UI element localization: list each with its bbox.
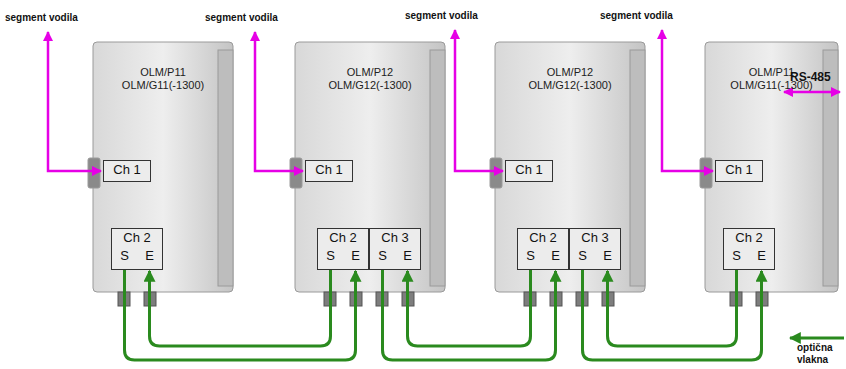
- fiber-arrow: [790, 337, 844, 340]
- bus-segment-arrow: [48, 30, 840, 171]
- bus-segment-label: segment vodila: [5, 12, 78, 24]
- fiber-label: optična vlakna: [797, 342, 843, 366]
- interface-label: RS-485: [790, 70, 831, 84]
- node-text: Ch 3: [370, 229, 420, 247]
- node-text: OLM/G12(-1300): [295, 79, 445, 92]
- node-text: S: [724, 247, 749, 265]
- optical-fiber: [608, 270, 737, 346]
- channel-box: Ch 2SE: [111, 228, 163, 270]
- olm-module: OLM/P12OLM/G12(-1300)Ch 1Ch 2SECh 3SE: [295, 42, 445, 292]
- node-text: S: [570, 247, 595, 265]
- node-text: Ch 3: [570, 229, 620, 247]
- channel-box: Ch 3SE: [369, 228, 421, 270]
- bus-segment-label: segment vodila: [600, 10, 673, 22]
- node-text: E: [343, 247, 368, 265]
- node-text: Ch 1: [506, 161, 552, 179]
- node-text: E: [543, 247, 568, 265]
- optical-fiber: [150, 270, 331, 346]
- optical-fiber: [583, 270, 762, 360]
- node-text: E: [595, 247, 620, 265]
- channel-box: Ch 3SE: [569, 228, 621, 270]
- channel-box: Ch 2SE: [317, 228, 369, 270]
- optical-fiber: [408, 270, 531, 346]
- channel-box: Ch 1: [715, 160, 763, 182]
- node-text: Ch 2: [112, 229, 162, 247]
- node-text: OLM/P12: [495, 66, 645, 79]
- node-text: Ch 1: [306, 161, 352, 179]
- node-text: E: [749, 247, 774, 265]
- node-text: S: [318, 247, 343, 265]
- node-text: E: [395, 247, 420, 265]
- node-text: S: [370, 247, 395, 265]
- channel-box: Ch 2SE: [517, 228, 569, 270]
- node-text: OLM/G11(-1300): [93, 79, 233, 92]
- node-text: OLM/P11: [93, 66, 233, 79]
- channel-box: Ch 2SE: [723, 228, 775, 270]
- channel-box: Ch 1: [103, 160, 151, 182]
- olm-module: OLM/P11OLM/G11(-1300) Ch 1 Ch 2SE: [93, 42, 233, 292]
- node-text: OLM/P12: [295, 66, 445, 79]
- node-text: Ch 2: [318, 229, 368, 247]
- node-text: OLM/G12(-1300): [495, 79, 645, 92]
- device-body: [88, 42, 838, 292]
- bus-segment-label: segment vodila: [205, 12, 278, 24]
- node-text: Ch 1: [716, 161, 762, 179]
- fiber-port: [118, 292, 768, 306]
- olm-module: OLM/P12OLM/G12(-1300)Ch 1Ch 2SECh 3SE: [495, 42, 645, 292]
- node-text: Ch 1: [104, 161, 150, 179]
- node-text: E: [137, 247, 162, 265]
- node-text: Ch 2: [724, 229, 774, 247]
- channel-box: Ch 1: [305, 160, 353, 182]
- node-text: S: [112, 247, 137, 265]
- channel-box: Ch 1: [505, 160, 553, 182]
- node-text: S: [518, 247, 543, 265]
- optical-fiber: [125, 270, 356, 360]
- node-text: Ch 2: [518, 229, 568, 247]
- optical-fiber: [383, 270, 556, 360]
- bus-segment-label: segment vodila: [405, 10, 478, 22]
